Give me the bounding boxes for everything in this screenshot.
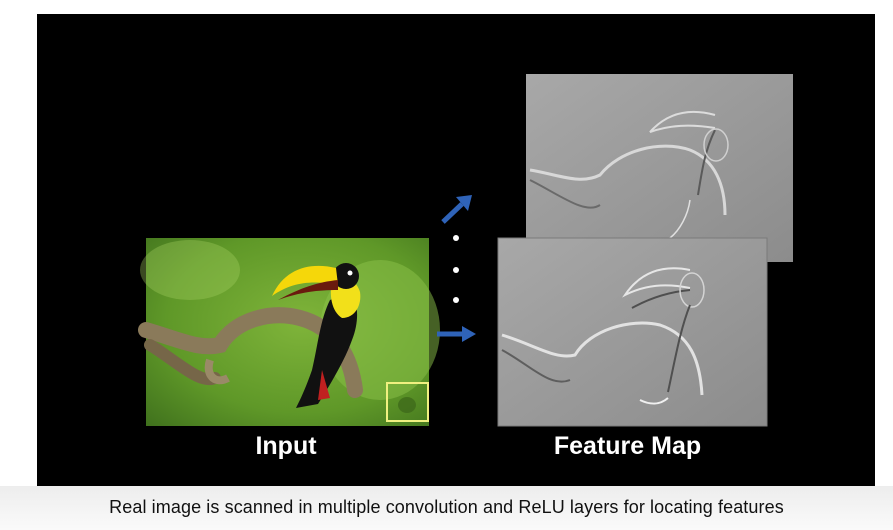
input-image: [138, 238, 440, 426]
vertical-ellipsis: [453, 235, 459, 303]
feature-map-label: Feature Map: [553, 432, 702, 460]
feature-map-front: [497, 237, 768, 427]
arrow-up-right-icon: [441, 195, 472, 224]
caption-band: [0, 486, 893, 530]
caption-text: Real image is scanned in multiple convol…: [109, 497, 784, 517]
feature-map-back: [526, 74, 793, 262]
input-label: Input: [255, 432, 317, 460]
highlight-box: [386, 382, 429, 422]
arrow-right-icon: [437, 326, 476, 342]
diagram-canvas: [138, 74, 793, 427]
